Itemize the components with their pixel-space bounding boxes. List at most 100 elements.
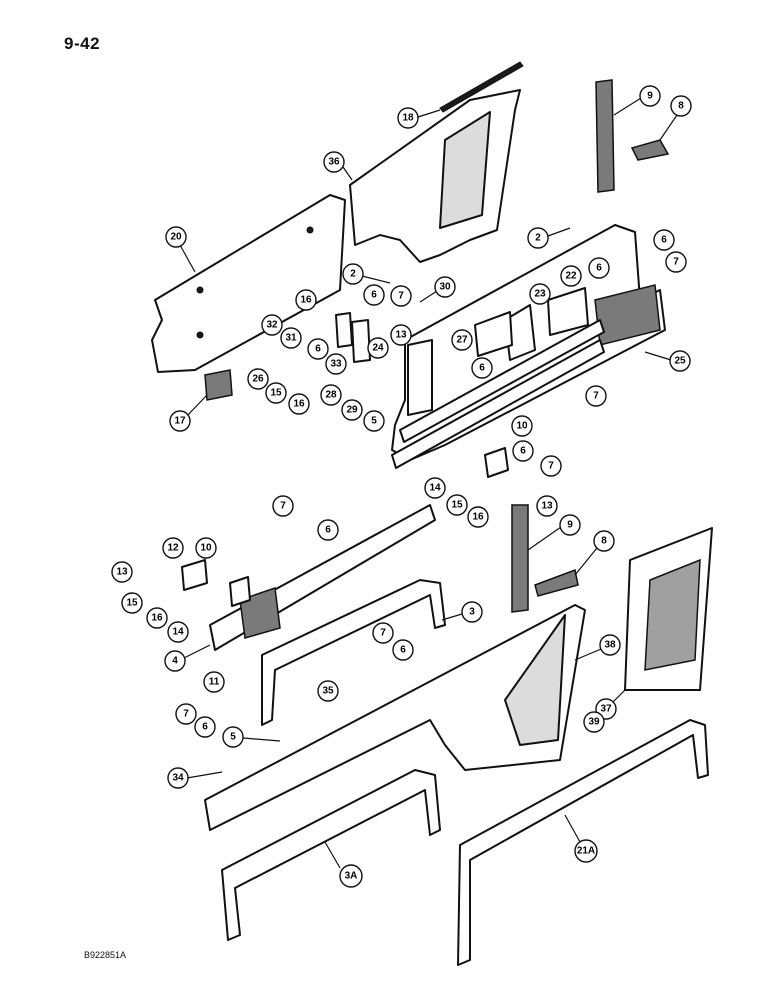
svg-text:7: 7 [593,391,599,402]
svg-text:16: 16 [472,512,484,523]
callout-16-rail: 16 [467,506,489,528]
callout-17: 17 [169,394,208,432]
part-frame-arch-3 [261,579,446,726]
svg-text:6: 6 [325,525,331,536]
svg-text:8: 8 [678,101,684,112]
callout-25: 25 [644,350,691,372]
svg-text:39: 39 [588,717,600,728]
svg-text:7: 7 [398,291,404,302]
callout-9-upper: 9 [613,85,661,116]
svg-text:5: 5 [230,732,236,743]
svg-text:32: 32 [266,320,278,331]
svg-text:34: 34 [172,773,184,784]
callout-20: 20 [165,226,196,273]
svg-text:7: 7 [673,257,679,268]
callout-6-bottom: 6 [194,716,216,738]
callout-16-lower: 16 [146,607,168,629]
callout-27: 27 [451,329,473,351]
svg-text:35: 35 [322,686,334,697]
callout-24: 24 [367,337,389,359]
svg-text:28: 28 [325,390,337,401]
callout-29: 29 [341,399,363,421]
callout-18: 18 [397,107,441,129]
svg-text:18: 18 [402,113,414,124]
svg-text:6: 6 [596,263,602,274]
callout-7-bottom: 7 [175,703,197,725]
callout-31: 31 [280,327,302,349]
svg-text:22: 22 [565,271,577,282]
svg-text:37: 37 [600,704,612,715]
part-insulation-strip-upper [595,79,615,193]
page-number: 9-42 [64,34,101,53]
callout-7-right: 7 [585,385,607,407]
part-plate-22 [547,287,589,336]
svg-text:2: 2 [535,233,541,244]
callout-6-frame: 6 [392,639,414,661]
callout-3A: 3A [324,841,363,888]
svg-text:27: 27 [456,335,468,346]
part-block-17 [204,369,233,401]
svg-text:3: 3 [469,607,475,618]
svg-text:6: 6 [400,645,406,656]
svg-text:4: 4 [172,656,178,667]
svg-text:13: 13 [541,501,553,512]
svg-text:6: 6 [479,363,485,374]
svg-text:6: 6 [202,722,208,733]
callout-8-upper: 8 [659,95,692,141]
part-bracket-24 [351,319,371,363]
callout-6-left: 6 [307,338,329,360]
callout-26: 26 [247,368,269,390]
callout-2-upper: 2 [527,227,571,249]
callout-6-mid: 6 [363,284,385,306]
callout-6-rail: 6 [512,440,534,462]
callout-21A: 21A [564,814,598,863]
callout-34: 34 [167,767,223,789]
callout-9-lower: 9 [527,514,581,551]
svg-text:3A: 3A [345,871,358,882]
svg-text:7: 7 [183,709,189,720]
part-upper-panel-window [439,111,491,229]
svg-text:12: 12 [167,543,179,554]
svg-text:13: 13 [395,330,407,341]
callout-13-rail: 13 [536,495,558,517]
svg-text:16: 16 [293,399,305,410]
callout-16-mid: 16 [288,393,310,415]
part-lower-frame-21A [457,719,709,966]
part-insulation-strip-lower [511,504,529,613]
svg-text:33: 33 [330,359,342,370]
svg-text:7: 7 [548,461,554,472]
svg-text:15: 15 [126,598,138,609]
svg-text:30: 30 [439,282,451,293]
part-left-side-panel [151,194,346,373]
svg-text:31: 31 [285,333,297,344]
callout-5-lower: 5 [222,726,281,748]
svg-text:10: 10 [516,421,528,432]
callout-15-mid: 15 [446,494,468,516]
svg-text:11: 11 [209,677,220,688]
callout-4: 64 [164,644,211,672]
part-side-panel-38-window [504,614,566,746]
svg-text:6: 6 [371,290,377,301]
svg-text:15: 15 [451,500,463,511]
svg-text:9: 9 [647,91,653,102]
callout-30: 30 [419,276,456,303]
callout-2: 2 [342,263,391,285]
callout-10-lower: 10 [195,537,217,559]
svg-text:24: 24 [372,343,384,354]
callout-16-upper: 16 [295,289,317,311]
svg-text:14: 14 [429,483,441,494]
callout-10-upper: 10 [511,415,533,437]
svg-text:6: 6 [520,446,526,457]
callout-6-lower: 6 [317,519,339,541]
callout-7-lower: 7 [272,495,294,517]
svg-text:7: 7 [280,501,286,512]
svg-text:2: 2 [350,269,356,280]
callout-32: 32 [261,314,283,336]
svg-text:20: 20 [170,232,182,243]
svg-text:26: 26 [252,374,264,385]
svg-text:7: 7 [380,628,386,639]
callout-6-center: 6 [471,357,493,379]
part-bracket-10-lower [181,559,208,591]
part-bracket-33 [335,312,353,348]
callout-15-upper: 15 [265,382,287,404]
